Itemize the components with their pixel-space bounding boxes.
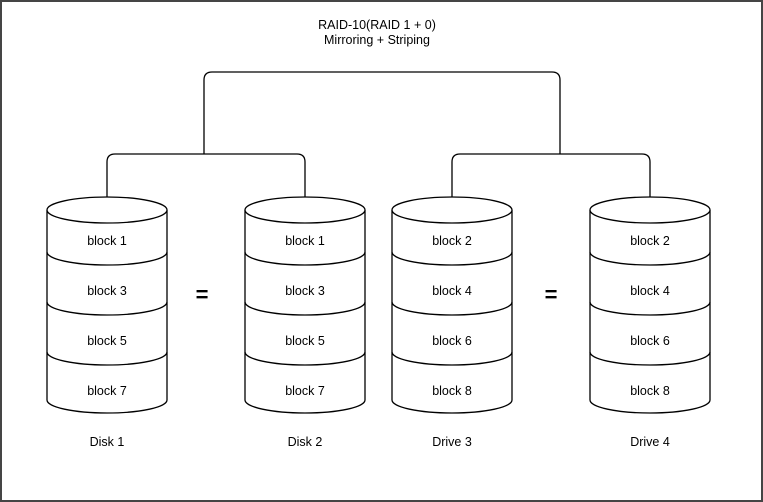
block-label: block 2 xyxy=(630,234,670,248)
block-label: block 8 xyxy=(432,384,472,398)
tree-connector-top xyxy=(203,71,561,154)
cylinder-divider xyxy=(244,351,366,366)
disk-label: Drive 3 xyxy=(432,435,472,449)
block-label: block 1 xyxy=(285,234,325,248)
equals-sign: = xyxy=(196,282,209,307)
cylinder-top-ellipse xyxy=(391,196,513,224)
block-label: block 4 xyxy=(432,284,472,298)
cylinder-divider xyxy=(46,251,168,266)
cylinder-divider xyxy=(391,301,513,316)
block-label: block 7 xyxy=(87,384,127,398)
cylinder-top-ellipse xyxy=(589,196,711,224)
equals-sign: = xyxy=(545,282,558,307)
cylinder-body xyxy=(391,210,513,414)
tree-connector-left xyxy=(106,153,306,198)
disk-cylinder-2: block 1 block 3 block 5 block 7 Disk 2 xyxy=(244,196,366,449)
disk-label: Drive 4 xyxy=(630,435,670,449)
disk-label: Disk 2 xyxy=(288,435,323,449)
cylinder-divider xyxy=(244,251,366,266)
block-label: block 3 xyxy=(285,284,325,298)
block-label: block 6 xyxy=(630,334,670,348)
diagram-title-line2: Mirroring + Striping xyxy=(324,33,430,47)
cylinder-divider xyxy=(46,351,168,366)
block-label: block 5 xyxy=(87,334,127,348)
tree-connector-right xyxy=(451,153,651,198)
cylinder-body xyxy=(244,210,366,414)
disk-label: Disk 1 xyxy=(90,435,125,449)
cylinder-divider xyxy=(46,301,168,316)
block-label: block 4 xyxy=(630,284,670,298)
cylinder-divider xyxy=(589,251,711,266)
block-label: block 8 xyxy=(630,384,670,398)
disk-cylinder-4: block 2 block 4 block 6 block 8 Drive 4 xyxy=(589,196,711,449)
cylinder-top-ellipse xyxy=(46,196,168,224)
block-label: block 1 xyxy=(87,234,127,248)
cylinder-divider xyxy=(244,301,366,316)
cylinder-body xyxy=(589,210,711,414)
cylinder-divider xyxy=(391,251,513,266)
cylinder-body xyxy=(46,210,168,414)
block-label: block 7 xyxy=(285,384,325,398)
diagram-title-line1: RAID-10(RAID 1 + 0) xyxy=(318,18,436,32)
disk-cylinder-1: block 1 block 3 block 5 block 7 Disk 1 xyxy=(46,196,168,449)
cylinder-divider xyxy=(589,351,711,366)
block-label: block 5 xyxy=(285,334,325,348)
cylinder-divider xyxy=(391,351,513,366)
cylinder-divider xyxy=(589,301,711,316)
block-label: block 2 xyxy=(432,234,472,248)
cylinder-top-ellipse xyxy=(244,196,366,224)
block-label: block 3 xyxy=(87,284,127,298)
disk-cylinder-3: block 2 block 4 block 6 block 8 Drive 3 xyxy=(391,196,513,449)
block-label: block 6 xyxy=(432,334,472,348)
